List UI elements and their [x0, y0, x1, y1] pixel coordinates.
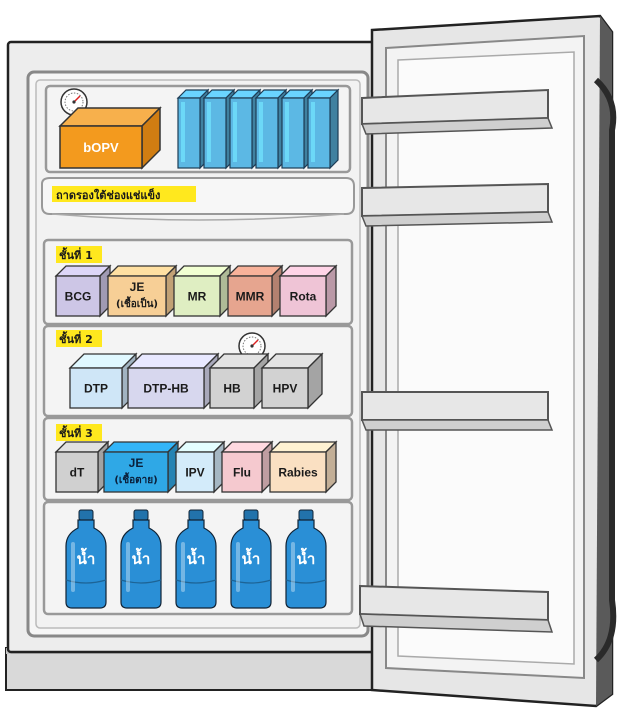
door-shelf [362, 392, 552, 430]
vaccine-label: JE [129, 456, 144, 470]
vaccine-box-hpv: HPV [262, 354, 322, 408]
vaccine-box-je-killed: JE (เชื้อตาย) [104, 442, 178, 492]
vaccine-label: DTP-HB [143, 382, 189, 396]
vaccine-label: Flu [233, 466, 251, 480]
water-label: น้ำ [187, 547, 206, 568]
vaccine-label: HB [223, 382, 241, 396]
vaccine-box-bcg: BCG [56, 266, 110, 316]
vaccine-sublabel: (เชื้อตาย) [114, 472, 157, 486]
vaccine-box-bopv: bOPV [60, 108, 160, 168]
vaccine-box-mmr: MMR [228, 266, 282, 316]
vaccine-label: MR [188, 290, 207, 304]
water-label: น้ำ [132, 547, 151, 568]
water-label: น้ำ [297, 547, 316, 568]
vaccine-label: BCG [65, 290, 92, 304]
vaccine-box-hb: HB [210, 354, 268, 408]
freezer-tray: ถาดรองใต้ช่องแช่แข็ง [42, 178, 354, 220]
vaccine-label: JE [130, 280, 145, 294]
vaccine-label: HPV [273, 382, 298, 396]
vaccine-box-dt: dT [56, 442, 108, 492]
ice-pack [308, 90, 338, 168]
door-shelf [360, 586, 552, 632]
vaccine-box-flu: Flu [222, 442, 272, 492]
shelf-1-label-text: ชั้นที่ 1 [59, 247, 93, 262]
water-label: น้ำ [242, 547, 261, 568]
vaccine-box-dtp: DTP [70, 354, 136, 408]
vaccine-box-ipv: IPV [176, 442, 224, 492]
vaccine-label: Rabies [278, 466, 318, 480]
vaccine-label: dT [70, 466, 85, 480]
fridge-door [360, 16, 613, 706]
vaccine-box-mr: MR [174, 266, 230, 316]
vaccine-box-je-live: JE (เชื้อเป็น) [108, 266, 176, 316]
vaccine-label: Rota [290, 290, 317, 304]
shelf-3-label: ชั้นที่ 3 [56, 424, 102, 441]
shelf-1-label: ชั้นที่ 1 [56, 246, 102, 263]
ice-pack-group [178, 90, 338, 168]
vaccine-label: DTP [84, 382, 108, 396]
shelf-2-label-text: ชั้นที่ 2 [59, 331, 93, 346]
bopv-label: bOPV [83, 140, 119, 155]
vaccine-box-rota: Rota [280, 266, 336, 316]
vaccine-box-rabies: Rabies [270, 442, 336, 492]
vaccine-label: IPV [185, 466, 204, 480]
vaccine-sublabel: (เชื้อเป็น) [116, 296, 158, 310]
water-label: น้ำ [77, 547, 96, 568]
shelf-3-label-text: ชั้นที่ 3 [59, 425, 93, 440]
tray-label: ถาดรองใต้ช่องแช่แข็ง [56, 188, 160, 202]
vaccine-box-dtp-hb: DTP-HB [128, 354, 218, 408]
door-shelf [362, 90, 552, 134]
shelf-2-label: ชั้นที่ 2 [56, 330, 102, 347]
door-shelf [362, 184, 552, 226]
vaccine-label: MMR [236, 290, 265, 304]
